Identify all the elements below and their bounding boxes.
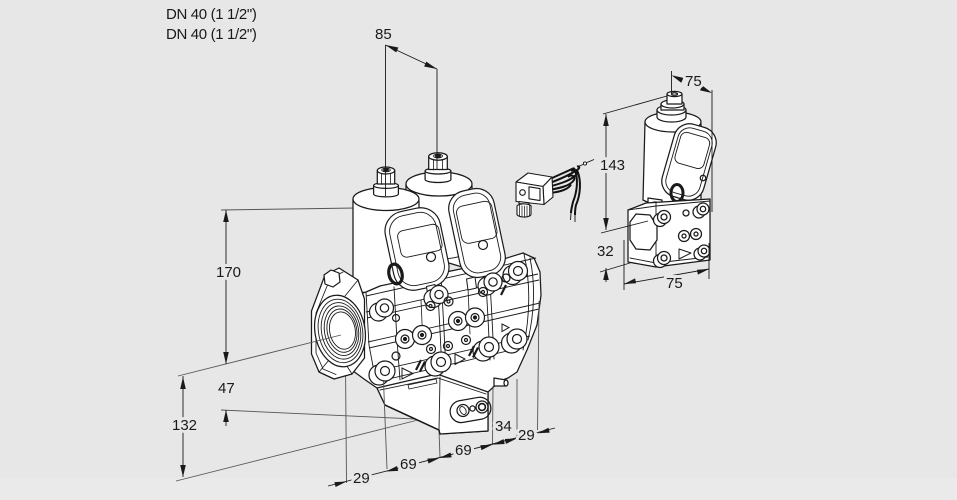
svg-text:132: 132: [172, 417, 197, 434]
svg-text:85: 85: [375, 26, 392, 43]
svg-text:170: 170: [216, 264, 241, 281]
svg-text:34: 34: [495, 418, 512, 435]
svg-text:32: 32: [597, 243, 614, 260]
svg-text:75: 75: [685, 73, 702, 90]
svg-text:75: 75: [666, 275, 683, 292]
svg-text:69: 69: [400, 456, 417, 473]
svg-text:47: 47: [218, 380, 235, 397]
svg-text:69: 69: [455, 442, 472, 459]
svg-text:29: 29: [518, 427, 535, 444]
svg-text:DN 40 (1 1/2"): DN 40 (1 1/2"): [166, 26, 257, 43]
svg-text:143: 143: [600, 157, 625, 174]
svg-text:29: 29: [353, 470, 370, 487]
svg-text:DN 40 (1 1/2"): DN 40 (1 1/2"): [166, 6, 257, 23]
